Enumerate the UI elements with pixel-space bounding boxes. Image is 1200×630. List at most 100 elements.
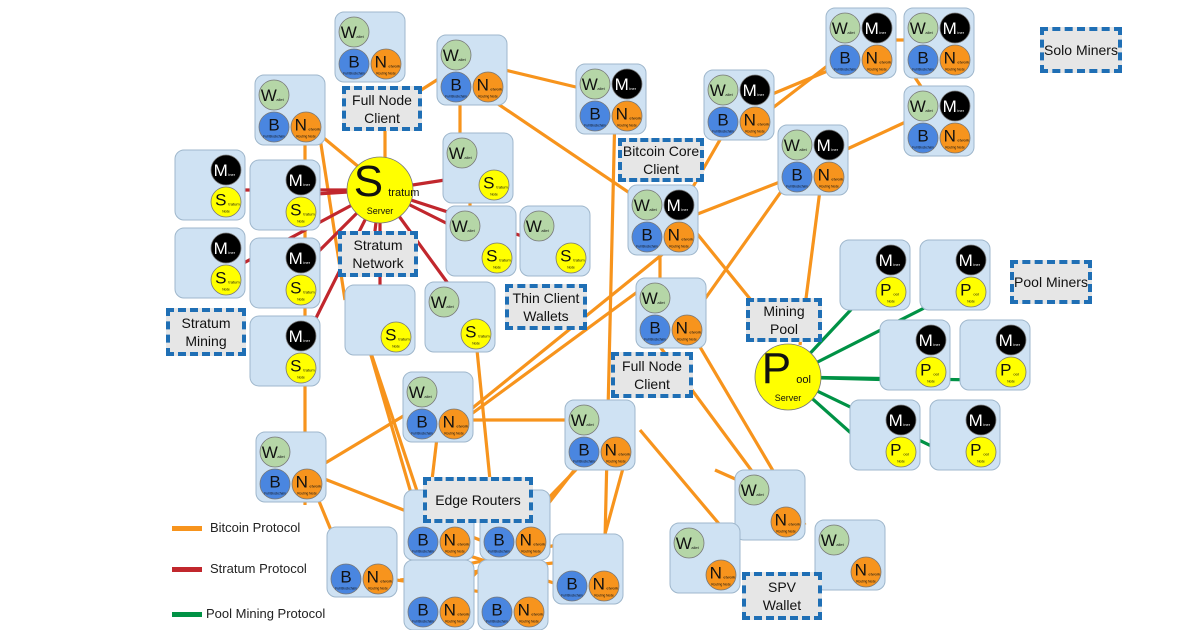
wallet-icon-letter: W <box>341 23 357 42</box>
legend-bitcoin-protocol: Bitcoin Protocol <box>210 520 301 535</box>
legend-swatch-pool <box>172 612 202 617</box>
connection-line <box>321 410 411 467</box>
legend-stratum-protocol: Stratum Protocol <box>210 561 307 576</box>
network-icon-caption: Routing Node <box>368 587 388 591</box>
stratum-icon-circle <box>210 186 242 218</box>
wallet-icon-circle <box>259 436 291 468</box>
miner-icon-circle <box>611 68 643 100</box>
network-icon-caption: Routing Node <box>867 68 887 72</box>
blockchain-icon-caption: Full Blockchain <box>263 135 285 139</box>
blockchain-icon-letter: B <box>348 52 359 71</box>
pool-icon-letter: P <box>960 280 971 299</box>
blockchain-icon-caption: Full Blockchain <box>786 185 808 189</box>
wallet-icon-letter: W <box>634 196 650 215</box>
network-icon-letter: N <box>668 225 680 244</box>
stratum-icon-sub: tratum <box>228 201 240 206</box>
stratum-icon-letter: S <box>290 356 301 375</box>
network-icon-letter: N <box>443 412 455 431</box>
pool-icon-caption: Node <box>897 460 905 464</box>
network-icon-caption: Routing Node <box>856 580 876 584</box>
connection-line <box>504 68 581 90</box>
wallet-icon-sub: allet <box>597 86 605 91</box>
miner-icon-circle <box>285 242 317 274</box>
network-icon-sub: etwork <box>723 574 735 579</box>
miner-icon-sub: iner <box>303 182 310 187</box>
miner-icon-letter: M <box>999 331 1013 350</box>
network-icon-circle <box>611 100 643 132</box>
network-icon-letter: N <box>944 126 956 145</box>
wallet-icon-circle <box>428 286 460 318</box>
miner-icon-letter: M <box>865 19 879 38</box>
miner-icon-letter: M <box>289 171 303 190</box>
legend-swatch-bitcoin <box>172 526 202 531</box>
stratum-icon-sub: tratum <box>303 367 315 372</box>
label-edge-routers: Edge Routers <box>423 477 533 523</box>
wallet-icon-letter: W <box>582 75 598 94</box>
network-icon-letter: N <box>375 52 387 71</box>
network-icon-circle <box>850 556 882 588</box>
stratum-icon-letter: S <box>385 325 396 344</box>
network-icon-circle <box>588 570 620 602</box>
stratum-icon-caption: Node <box>297 220 305 224</box>
blockchain-icon-circle <box>907 122 939 154</box>
network-icon-sub: etwork <box>531 611 543 616</box>
pool-icon-sub: ool <box>933 371 938 376</box>
network-icon-circle <box>861 44 893 76</box>
network-icon-letter: N <box>710 563 722 582</box>
pool-server-icon-sub: ool <box>796 374 811 386</box>
blockchain-icon-caption: Full Blockchain <box>712 130 734 134</box>
network-icon-caption: Routing Node <box>617 124 637 128</box>
connection-line <box>603 109 617 541</box>
network-icon-letter: N <box>866 48 878 67</box>
label-stratum-network: Stratum Network <box>338 231 418 277</box>
wallet-icon-sub: allet <box>925 30 933 35</box>
network-icon-caption: Routing Node <box>945 68 965 72</box>
stratum-icon-sub: tratum <box>496 184 508 189</box>
label-stratum-mining: Stratum Mining <box>166 308 246 356</box>
stratum-icon-circle <box>285 274 317 306</box>
wallet-icon-sub: allet <box>424 394 432 399</box>
connection-line <box>469 288 641 417</box>
wallet-icon-sub: allet <box>586 422 594 427</box>
blockchain-icon-caption: Full Blockchain <box>636 245 658 249</box>
wallet-icon-letter: W <box>910 97 926 116</box>
network-icon-letter: N <box>518 600 530 619</box>
network-icon-letter: N <box>367 567 379 586</box>
network-icon-circle <box>600 436 632 468</box>
pool-icon-circle <box>955 276 987 308</box>
blockchain-icon-caption: Full Blockchain <box>488 550 510 554</box>
wallet-icon-sub: allet <box>446 304 454 309</box>
blockchain-icon-letter: B <box>417 600 428 619</box>
network-icon-caption: Routing Node <box>445 550 465 554</box>
network-icon-caption: Routing Node <box>776 530 796 534</box>
network-icon-circle <box>770 506 802 538</box>
stratum-icon-caption: Node <box>297 298 305 302</box>
